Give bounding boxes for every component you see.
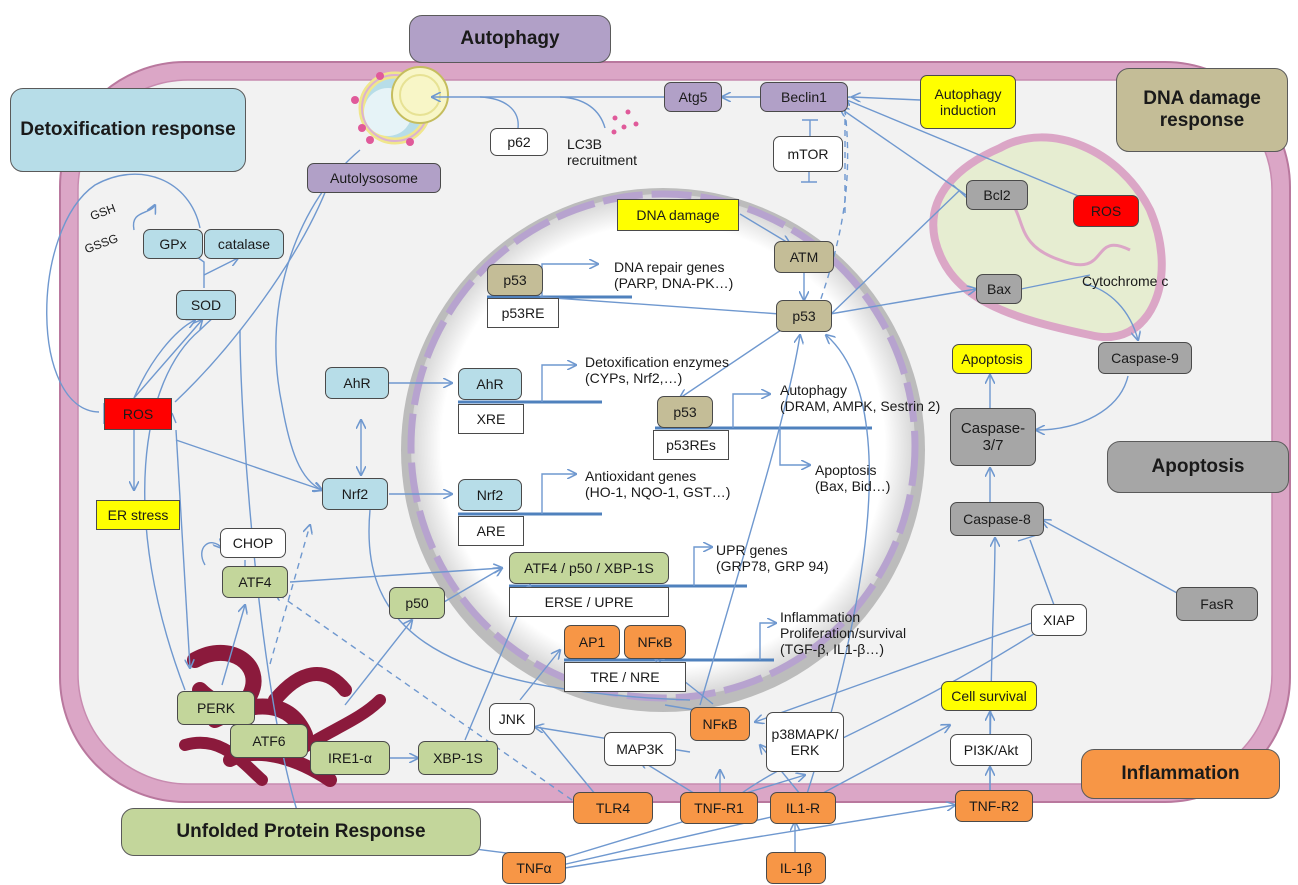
nuc-ahr-tf: AhR [458,368,522,400]
nuc-upr-genes: UPR genes (GRP78, GRP 94) [716,541,829,574]
nuc-erse-upre: ERSE / UPRE [509,587,669,617]
node-ros-mitochondria: ROS [1073,195,1139,227]
nuc-inflammation-genes: Inflammation Proliferation/survival (TGF… [780,608,907,658]
autolysosome-vesicles [351,66,639,146]
node-tnf-alpha: TNFα [502,852,566,884]
node-autolysosome: Autolysosome [307,163,441,193]
node-dna-damage: DNA damage [617,199,739,231]
node-xiap: XIAP [1031,604,1087,636]
node-bax: Bax [976,274,1022,304]
nuc-atf4-p50-xbp1s: ATF4 / p50 / XBP-1S [509,552,669,584]
nuc-apoptosis-genes: Apoptosis (Bax, Bid…) [815,461,891,494]
node-p53: p53 [776,300,832,332]
category-dna-damage: DNA damage response [1116,68,1288,152]
node-fasr: FasR [1176,587,1258,621]
nuclear-envelope [407,190,919,702]
category-upr: Unfolded Protein Response [121,808,481,856]
category-autophagy: Autophagy [409,15,611,63]
node-ros-cytoplasm: ROS [104,398,172,430]
node-beclin1: Beclin1 [760,82,848,112]
node-il-1-beta: IL-1β [766,852,826,884]
node-er-stress: ER stress [96,500,180,530]
node-cell-survival: Cell survival [941,681,1037,711]
node-p50: p50 [389,587,445,619]
nuc-p53-autophagy: p53 [657,396,713,428]
node-il1-r: IL1-R [770,792,836,824]
node-p38mapk-erk: p38MAPK/ ERK [766,712,844,772]
nuc-ap1: AP1 [564,625,620,659]
node-apoptosis: Apoptosis [952,344,1032,374]
node-nfkb: NFκB [690,707,750,741]
node-mtor: mTOR [773,136,843,172]
node-tnf-r1: TNF-R1 [680,792,758,824]
nuc-p53re: p53RE [487,298,559,328]
category-detoxification: Detoxification response [10,88,246,172]
node-caspase-8: Caspase-8 [950,502,1044,536]
nuc-dna-repair-genes: DNA repair genes (PARP, DNA-PK…) [614,258,734,291]
node-chop: CHOP [220,528,286,558]
node-tlr4: TLR4 [573,792,653,824]
dna-lines [458,295,872,662]
node-atf4: ATF4 [222,566,288,598]
nuc-detox-enzymes: Detoxification enzymes (CYPs, Nrf2,…) [585,353,729,386]
node-caspase-3-7: Caspase- 3/7 [950,408,1036,466]
node-ire1a: IRE1-α [310,741,390,775]
node-atm: ATM [774,241,834,273]
nuc-tre-nre: TRE / NRE [564,662,686,692]
node-tnf-r2: TNF-R2 [955,790,1033,822]
node-xbp1s: XBP-1S [418,741,498,775]
node-gpx: GPx [143,229,203,259]
category-apoptosis: Apoptosis [1107,441,1289,493]
node-pi3k-akt: PI3K/Akt [950,734,1032,766]
label-cytochrome-c: Cytochrome c [1082,272,1169,289]
node-perk: PERK [177,691,255,725]
node-caspase-9: Caspase-9 [1098,342,1192,374]
node-nrf2: Nrf2 [322,478,388,510]
node-atf6: ATF6 [230,724,308,758]
nuc-p53res: p53REs [653,430,729,460]
nuc-are: ARE [458,516,524,546]
nuc-nfkb-tf: NFκB [624,625,686,659]
node-p62: p62 [490,128,548,156]
nuc-xre: XRE [458,404,524,434]
nuc-antioxidant-genes: Antioxidant genes (HO-1, NQO-1, GST…) [585,467,731,500]
nuc-autophagy-genes: Autophagy (DRAM, AMPK, Sestrin 2) [780,381,941,414]
node-sod: SOD [176,290,236,320]
label-lc3b-recruitment: LC3B recruitment [567,135,638,168]
node-ahr: AhR [325,367,389,399]
node-bcl2: Bcl2 [966,180,1028,210]
node-autophagy-induction: Autophagy induction [920,75,1016,129]
node-map3k: MAP3K [604,732,676,766]
node-jnk: JNK [489,703,535,735]
node-atg5: Atg5 [664,82,722,112]
node-catalase: catalase [204,229,284,259]
nuc-p53-tf: p53 [487,264,543,296]
nuc-nrf2-tf: Nrf2 [458,479,522,511]
category-inflammation: Inflammation [1081,749,1280,799]
